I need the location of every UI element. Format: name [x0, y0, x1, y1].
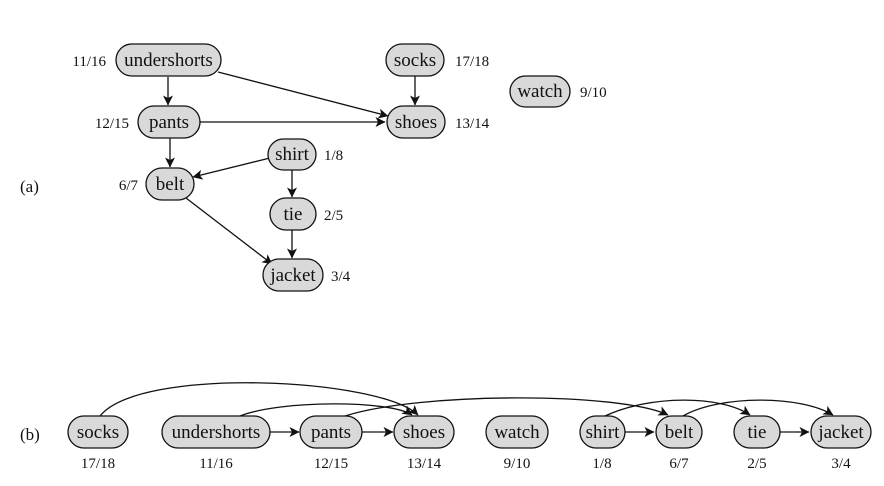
node-b-pants-time: 12/15: [314, 456, 348, 472]
node-a-watch-label: watch: [517, 81, 563, 102]
edge-undershorts-shoes: [217, 71, 389, 119]
node-b-watch: watch: [485, 415, 549, 449]
node-a-shirt: shirt: [267, 138, 317, 171]
node-a-jacket: jacket: [262, 258, 324, 292]
node-a-shirt-label: shirt: [275, 144, 310, 165]
node-a-watch-time: 9/10: [580, 85, 607, 101]
node-b-belt-time: 6/7: [669, 456, 689, 472]
node-a-tie: tie: [269, 197, 317, 231]
node-a-belt-time: 6/7: [119, 178, 139, 194]
node-a-pants-label: pants: [149, 112, 189, 133]
node-a-undershorts: undershorts: [115, 43, 222, 77]
node-b-socks-time: 17/18: [81, 456, 115, 472]
node-a-undershorts-time: 11/16: [72, 54, 106, 70]
node-a-pants: pants: [137, 105, 201, 139]
edge-b-undershorts-shoes: [239, 403, 413, 417]
node-a-socks-time: 17/18: [455, 54, 489, 70]
node-b-shirt-time: 1/8: [592, 456, 611, 472]
edge-b-pants-belt: [344, 397, 669, 417]
node-a-shoes: shoes: [386, 105, 446, 139]
node-a-tie-time: 2/5: [324, 208, 343, 224]
node-b-watch-time: 9/10: [504, 456, 531, 472]
graph-b-arcs: [99, 382, 834, 417]
node-b-shoes-label: shoes: [403, 422, 445, 443]
node-b-watch-label: watch: [494, 422, 540, 443]
node-a-jacket-time: 3/4: [331, 269, 351, 285]
node-a-tie-label: tie: [284, 204, 303, 225]
node-b-socks-label: socks: [77, 422, 119, 443]
node-b-shirt-label: shirt: [586, 422, 621, 443]
part-b-label: (b): [20, 425, 40, 444]
node-b-shirt: shirt: [579, 415, 626, 449]
node-b-jacket: jacket: [810, 415, 872, 449]
node-b-undershorts-label: undershorts: [172, 422, 261, 443]
node-b-pants: pants: [299, 415, 363, 449]
node-a-socks-label: socks: [394, 50, 436, 71]
node-b-tie: tie: [733, 415, 781, 449]
node-b-shoes: shoes: [393, 415, 455, 449]
part-a-label: (a): [20, 177, 39, 196]
node-b-tie-label: tie: [748, 422, 767, 443]
node-b-socks: socks: [67, 415, 129, 449]
node-a-belt: belt: [145, 167, 195, 201]
node-a-socks: socks: [385, 43, 445, 77]
node-b-undershorts: undershorts: [161, 415, 271, 449]
node-b-undershorts-time: 11/16: [199, 456, 233, 472]
node-b-pants-label: pants: [311, 422, 351, 443]
node-b-tie-time: 2/5: [747, 456, 766, 472]
node-b-jacket-label: jacket: [817, 422, 864, 443]
node-b-belt: belt: [655, 415, 703, 449]
node-a-undershorts-label: undershorts: [124, 50, 213, 71]
node-a-watch: watch: [509, 75, 571, 108]
node-b-shoes-time: 13/14: [407, 456, 442, 472]
edge-shirt-belt: [192, 157, 271, 180]
edge-belt-jacket: [185, 197, 273, 265]
node-a-shoes-time: 13/14: [455, 116, 490, 132]
node-b-belt-label: belt: [665, 422, 694, 443]
node-a-shirt-time: 1/8: [324, 148, 343, 164]
node-a-belt-label: belt: [156, 174, 185, 195]
node-b-jacket-time: 3/4: [831, 456, 851, 472]
node-a-pants-time: 12/15: [95, 116, 129, 132]
graph-a-edges: [163, 71, 420, 265]
edge-b-shirt-tie: [604, 399, 751, 417]
node-a-jacket-label: jacket: [269, 265, 316, 286]
node-a-shoes-label: shoes: [395, 112, 437, 133]
edge-b-socks-shoes: [99, 382, 419, 417]
edge-b-belt-jacket: [682, 399, 834, 417]
